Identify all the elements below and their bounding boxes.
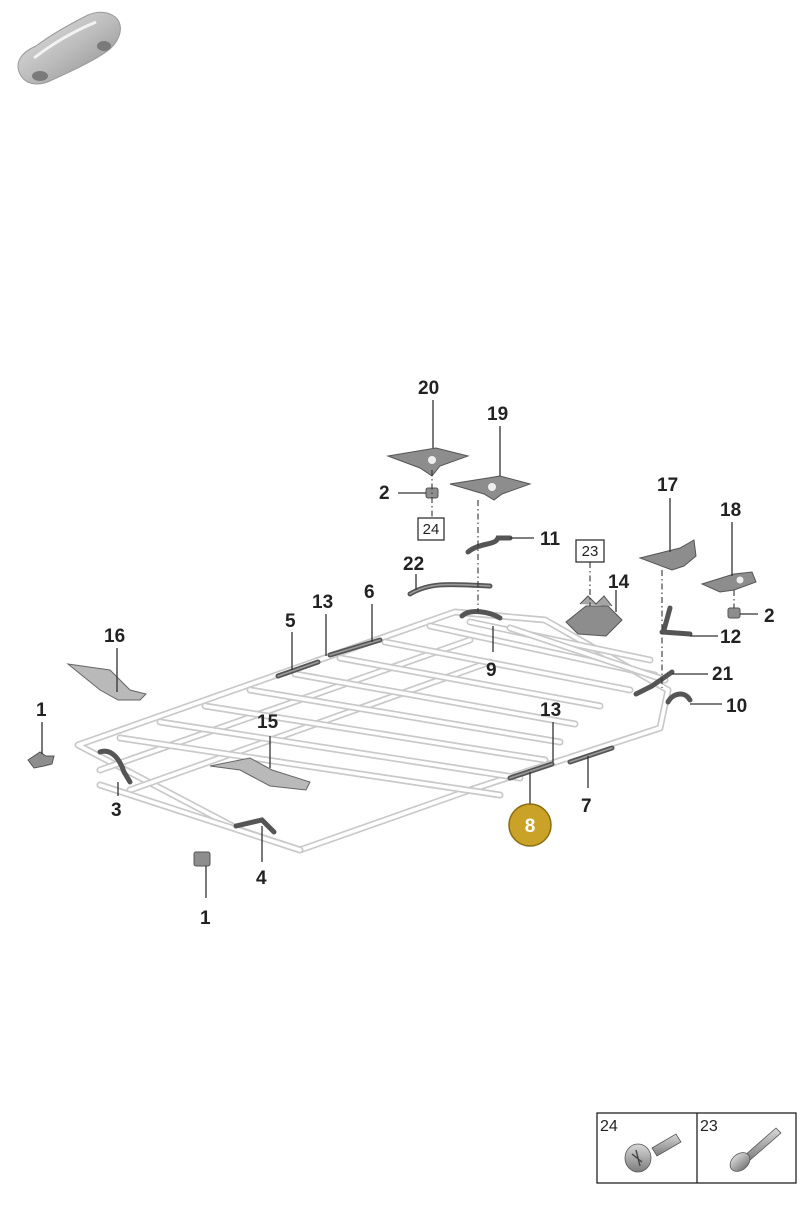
mount-20: [386, 447, 470, 477]
connector-9: [459, 609, 503, 621]
car-silhouette-icon: [17, 11, 121, 85]
hose-5: [275, 659, 321, 679]
nut-2-right: [727, 607, 741, 619]
box-ref-24: 24: [417, 517, 445, 541]
callout-3: 3: [111, 800, 122, 821]
callout-21: 21: [712, 664, 734, 685]
connector-3: [97, 748, 133, 785]
callout-9: 9: [486, 660, 497, 681]
callout-13-top: 13: [312, 592, 333, 613]
svg-text:24: 24: [423, 521, 440, 538]
connector-12: [659, 605, 693, 637]
hose-8: [507, 761, 555, 781]
callout-14: 14: [608, 572, 630, 593]
hose-6: [327, 637, 383, 658]
connector-11: [465, 535, 513, 555]
callout-17: 17: [657, 475, 678, 496]
callout-15: 15: [257, 712, 279, 733]
legend-label-24: 24: [600, 1118, 618, 1135]
callout-10: 10: [726, 696, 747, 717]
callout-5: 5: [285, 611, 296, 632]
callout-1-bottom: 1: [200, 908, 211, 929]
callout-8-highlight[interactable]: 8: [508, 803, 552, 847]
callout-4: 4: [256, 868, 267, 889]
clip-1-left: [27, 751, 55, 769]
bracket-16: [66, 663, 147, 701]
callout-8: 8: [525, 816, 536, 837]
connector-10: [665, 691, 693, 705]
fastener-legend: 24 23: [596, 1112, 797, 1184]
tube-frame: [74, 608, 672, 854]
callout-19: 19: [487, 404, 508, 425]
callout-20: 20: [418, 378, 439, 399]
mount-17: [638, 539, 697, 571]
callout-1-left: 1: [36, 700, 47, 721]
legend-label-23: 23: [700, 1118, 718, 1135]
dash-lines: [431, 470, 735, 688]
clip-1-bottom: [193, 851, 211, 867]
leader-lines: [41, 400, 758, 898]
connector-21: [633, 669, 675, 697]
callout-2-right: 2: [764, 606, 775, 627]
hose-22: [407, 581, 493, 597]
callout-2-top: 2: [379, 483, 390, 504]
bracket-14: [565, 595, 623, 637]
bracket-15: [209, 757, 311, 791]
mount-18: [700, 571, 757, 593]
callout-22: 22: [403, 554, 424, 575]
mount-19: [449, 475, 532, 501]
callout-18: 18: [720, 500, 741, 521]
screw-icon: [624, 1133, 682, 1173]
callout-11: 11: [540, 529, 561, 550]
callout-13-right: 13: [540, 700, 561, 721]
svg-text:23: 23: [582, 543, 599, 560]
callout-12: 12: [720, 627, 741, 648]
callout-6: 6: [364, 582, 375, 603]
bolt-icon: [729, 1127, 782, 1172]
callout-7: 7: [581, 796, 592, 817]
connector-4: [233, 817, 277, 835]
box-ref-23: 23: [575, 539, 605, 563]
hose-7: [567, 745, 615, 765]
callout-16: 16: [104, 626, 125, 647]
